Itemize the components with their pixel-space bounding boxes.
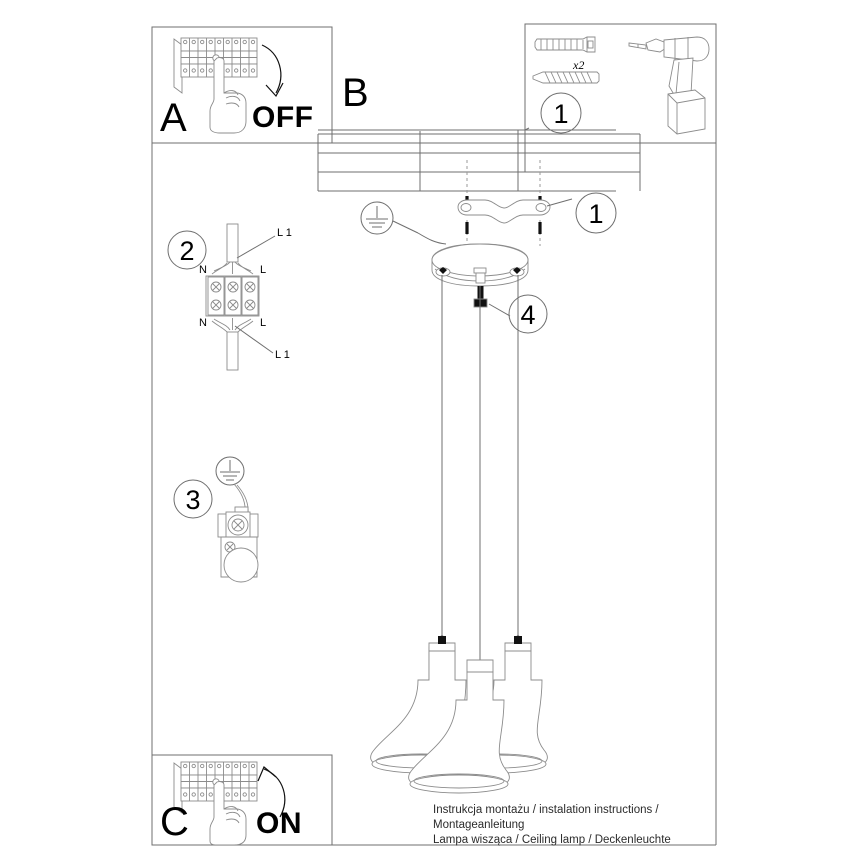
pendant-cables-icon (441, 275, 519, 660)
earth-screw-terminal-icon (217, 506, 259, 540)
terminal-block-icon (205, 275, 260, 317)
circuit-breaker-panel-icon (173, 761, 258, 814)
panel-letter-c: C (160, 800, 189, 844)
callout-1-bracket: 1 (514, 192, 617, 234)
hardware-illustration: x2 1 (532, 36, 710, 135)
callout-number: 1 (553, 99, 568, 129)
breaker-on-illustration: C ON (160, 761, 302, 845)
hardware-quantity: x2 (572, 58, 584, 72)
power-drill-icon (628, 36, 710, 135)
fixture-cable-icon (211, 318, 254, 371)
mounting-bracket-icon (457, 199, 551, 224)
circuit-breaker-panel-icon (173, 37, 258, 94)
callout-2-terminal-block: 2 (167, 230, 207, 270)
wall-anchor-icon (534, 36, 596, 53)
hand-pointing-icon (209, 781, 247, 845)
earth-terminal-illustration: 3 (173, 456, 259, 583)
screw-icon (532, 71, 600, 84)
hand-pointing-icon (209, 57, 247, 134)
footer-line-1: Instrukcja montażu / instalation instruc… (433, 804, 659, 831)
curved-arrow-down-icon (261, 44, 284, 98)
main-assembly-illustration: 1 (317, 127, 641, 794)
lamp-holder-body-icon (220, 536, 259, 583)
panel-power-off: A OFF (152, 27, 332, 143)
breaker-off-illustration: A OFF (160, 37, 314, 140)
terminal-block-illustration: 2 (167, 223, 292, 371)
wire-label-live-top: L (260, 264, 266, 276)
callout-number: 3 (185, 485, 200, 515)
label-off: OFF (252, 101, 314, 134)
ceiling-structure-icon (317, 127, 641, 192)
callout-1-hardware: 1 (540, 92, 582, 134)
curved-arrow-up-icon (257, 766, 286, 818)
earth-ground-icon (360, 201, 419, 235)
panel-power-on: C ON (152, 755, 332, 845)
panel-letter-a: A (160, 96, 187, 140)
supply-cable-icon (211, 223, 254, 275)
callout-number: 2 (179, 236, 194, 266)
callout-number: 4 (520, 300, 535, 330)
wire-label-switched-bottom: L 1 (275, 349, 290, 361)
wire-label-neutral-top: N (199, 264, 207, 276)
callout-number: 1 (588, 199, 603, 229)
callout-4-cable-grip: 4 (488, 294, 548, 334)
wire-label-switched-top: L 1 (277, 227, 292, 239)
panel-hardware: x2 1 (525, 24, 716, 143)
ceiling-canopy-icon (431, 243, 529, 287)
footer-line-2: Lampa wisząca / Ceiling lamp / Deckenleu… (433, 834, 671, 846)
footer-text: Instrukcja montażu / instalation instruc… (433, 803, 713, 848)
panel-main-letter-wrap: B (340, 66, 400, 122)
pendant-shade-center (408, 659, 510, 794)
earth-ground-icon (215, 456, 245, 486)
wire-label-live-bottom: L (260, 317, 266, 329)
panel-letter-b: B (342, 71, 369, 115)
wire-label-neutral-bottom: N (199, 317, 207, 329)
callout-3-earth-terminal: 3 (173, 479, 213, 519)
label-on: ON (256, 807, 302, 840)
